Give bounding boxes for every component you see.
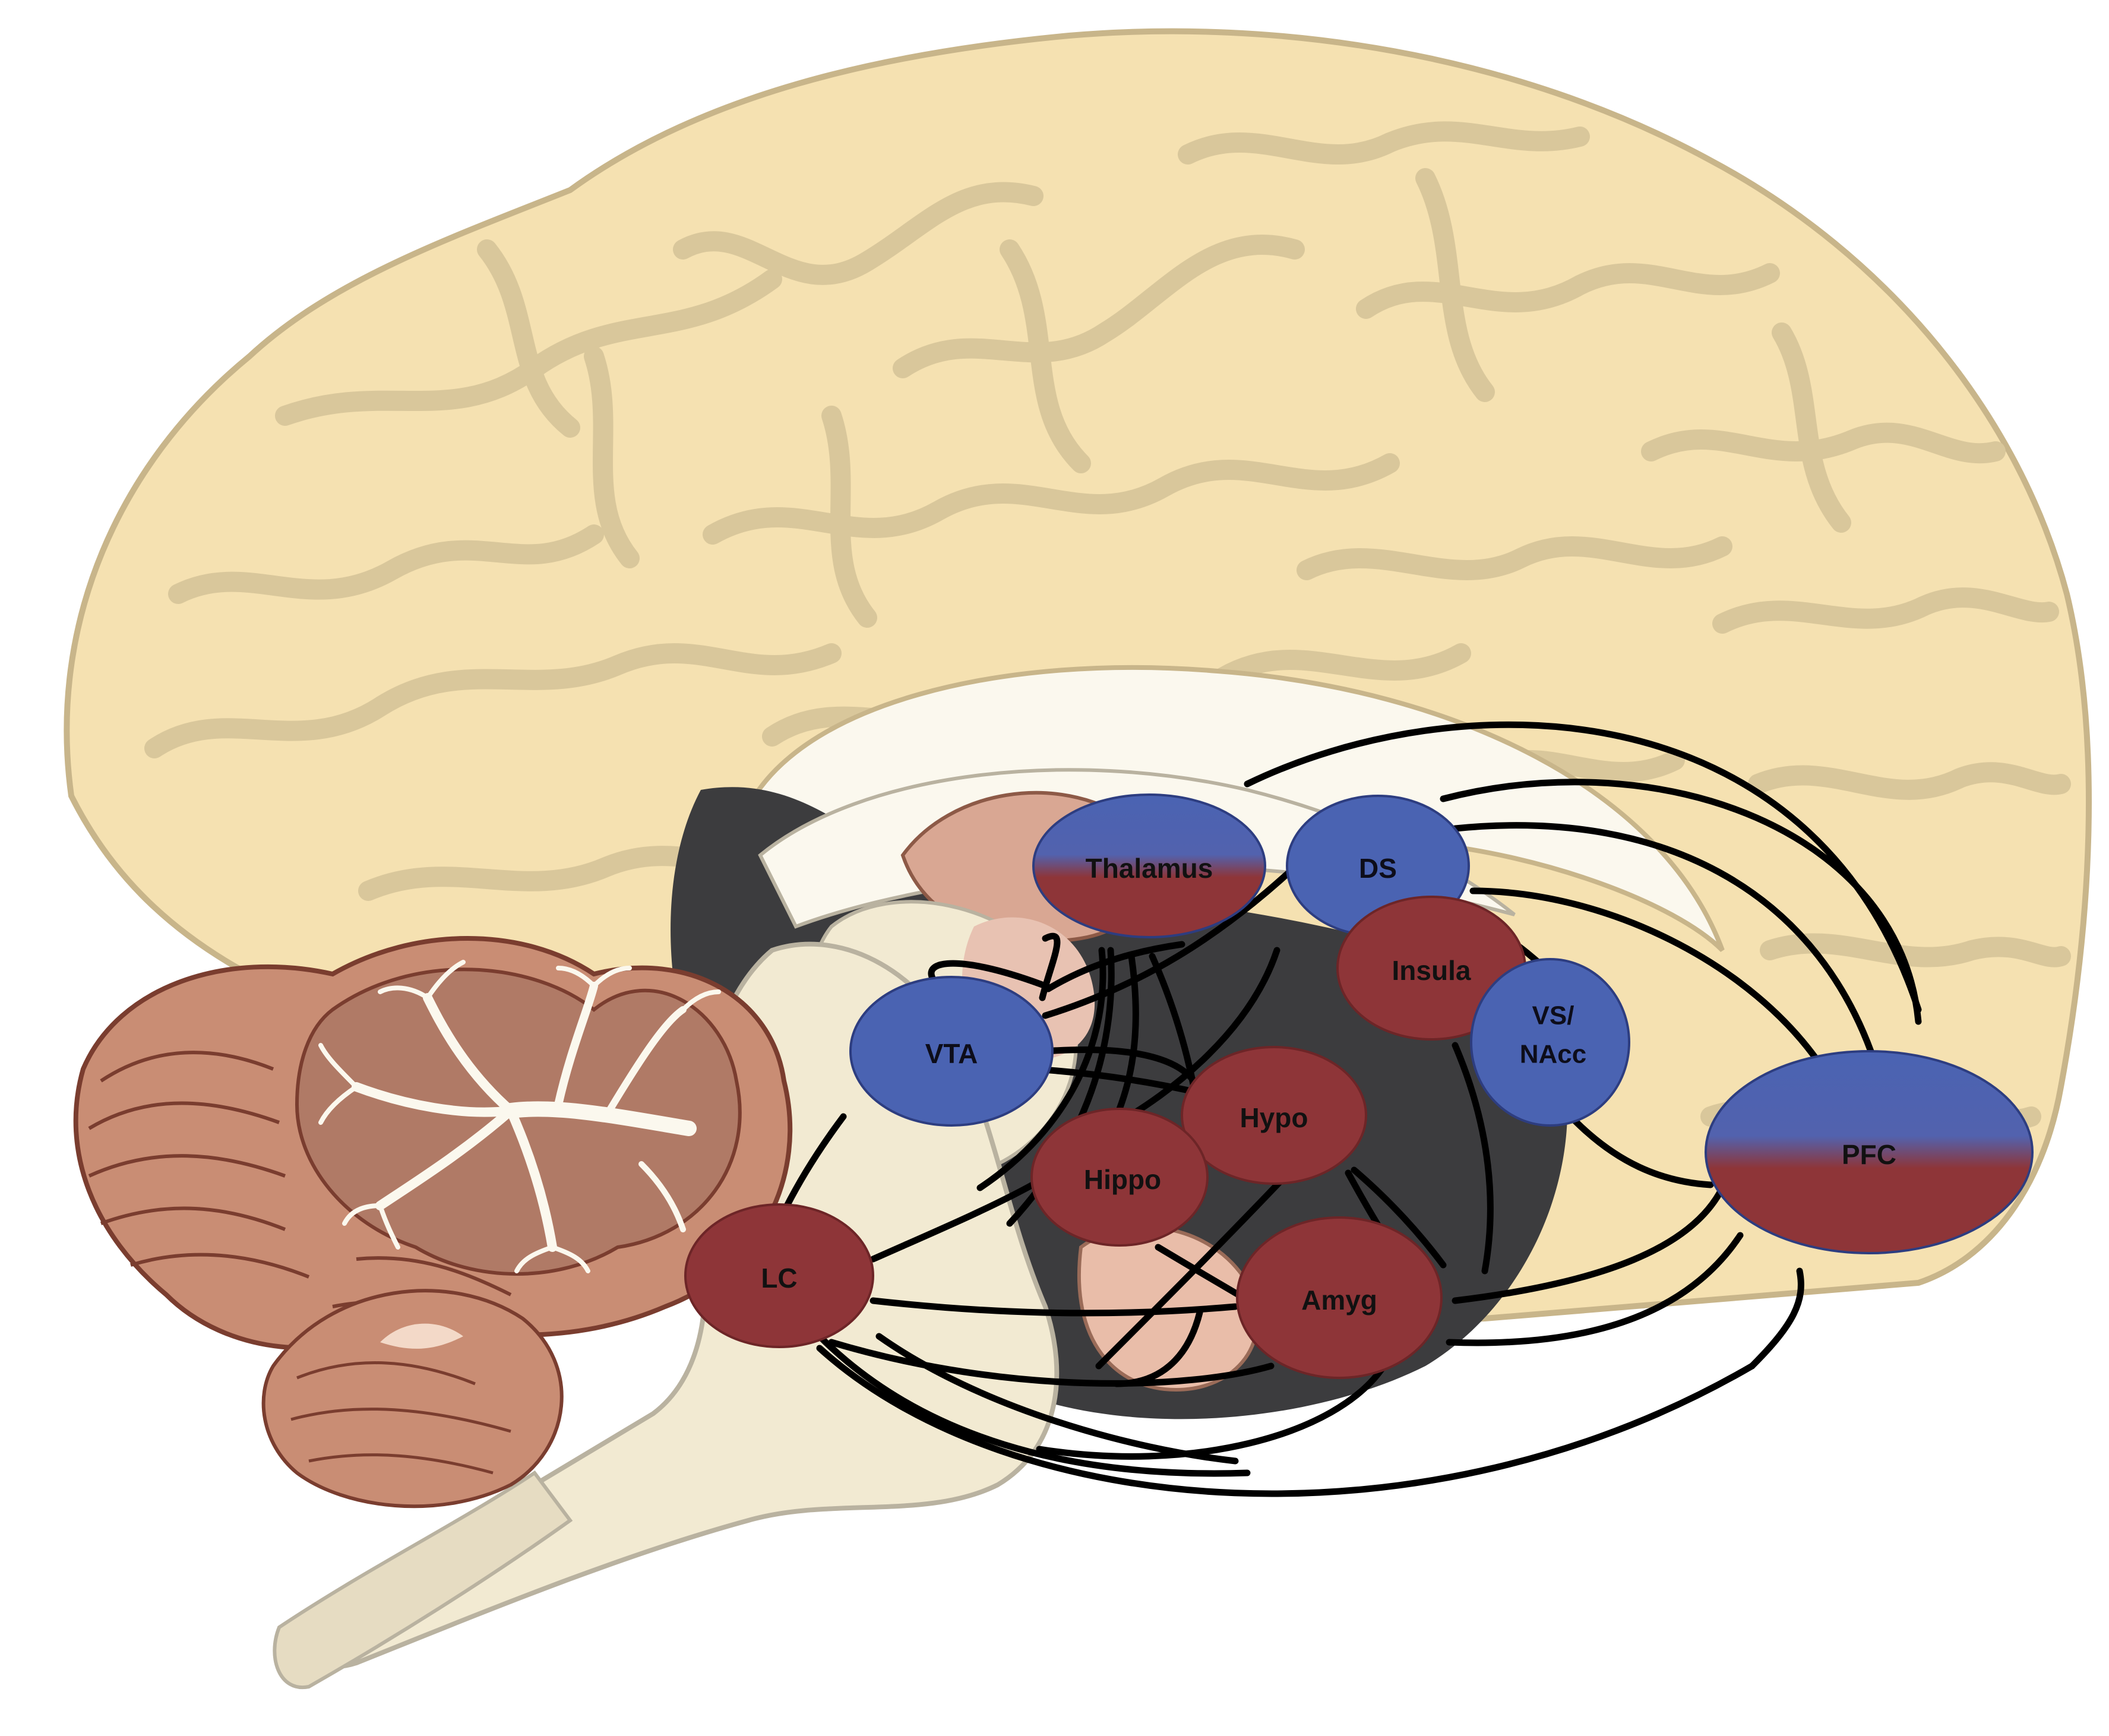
cerebellum bbox=[73, 936, 793, 1509]
node-pfc[interactable]: PFC bbox=[1705, 1050, 2034, 1254]
node-lc[interactable]: LC bbox=[684, 1203, 874, 1348]
amyg-ellipse bbox=[1236, 1216, 1443, 1379]
thalamus-label: Thalamus bbox=[1086, 853, 1213, 884]
region-nodes: Thalamus DS Insula VTA VS/ NAcc Hypo Hip… bbox=[684, 793, 2034, 1379]
connection-line bbox=[1036, 1362, 1387, 1460]
hippo-ellipse bbox=[1030, 1108, 1209, 1247]
node-hippo[interactable]: Hippo bbox=[1030, 1108, 1209, 1247]
connection-line bbox=[816, 1333, 1251, 1477]
vta-ellipse bbox=[849, 976, 1054, 1127]
connection-line bbox=[1113, 953, 1139, 1120]
amyg-label: Amyg bbox=[1301, 1285, 1377, 1316]
ds-label: DS bbox=[1359, 853, 1397, 884]
cerebellum-lower-lobe bbox=[261, 1289, 564, 1509]
vs-nacc-label-line1: VS/ bbox=[1532, 1001, 1574, 1030]
vs-nacc-label-line2: NAcc bbox=[1520, 1040, 1587, 1069]
pfc-ellipse bbox=[1705, 1050, 2034, 1254]
connection-line bbox=[976, 947, 1106, 1191]
node-amyg[interactable]: Amyg bbox=[1236, 1216, 1443, 1379]
connection-lines bbox=[780, 721, 1922, 1497]
spinal-cord bbox=[273, 1470, 573, 1690]
connection-line bbox=[1452, 1184, 1726, 1304]
connection-line bbox=[1095, 1178, 1283, 1370]
brainstem bbox=[273, 941, 1060, 1690]
connection-line bbox=[1045, 941, 1185, 992]
connection-line bbox=[1446, 1232, 1744, 1346]
connection-line bbox=[1748, 1267, 1804, 1370]
insula-label: Insula bbox=[1392, 955, 1471, 986]
connection-line bbox=[1351, 1166, 1447, 1269]
node-insula[interactable]: Insula bbox=[1336, 896, 1526, 1041]
pfc-label: PFC bbox=[1842, 1139, 1896, 1170]
connection-line bbox=[828, 1339, 1275, 1387]
arbor-vitae-branches bbox=[318, 960, 721, 1273]
cerebellum-highlight bbox=[380, 1323, 463, 1349]
connection-line bbox=[816, 1345, 1756, 1497]
hippo-label: Hippo bbox=[1084, 1164, 1161, 1195]
connection-line bbox=[869, 1297, 1239, 1317]
vta-label: VTA bbox=[925, 1038, 978, 1069]
connection-line bbox=[1452, 822, 1874, 1055]
hypo-ellipse bbox=[1181, 1046, 1367, 1185]
connection-line bbox=[1113, 1309, 1203, 1387]
lc-ellipse bbox=[684, 1203, 874, 1348]
hypo-label: Hypo bbox=[1240, 1102, 1308, 1133]
connection-line bbox=[1452, 1042, 1494, 1275]
lc-label: LC bbox=[761, 1263, 797, 1294]
pons-medulla bbox=[293, 941, 1060, 1669]
node-vta[interactable]: VTA bbox=[849, 976, 1054, 1127]
connection-line bbox=[1440, 779, 1922, 1025]
connection-line bbox=[1564, 1110, 1714, 1188]
connection-line bbox=[1469, 887, 1827, 1073]
connection-line bbox=[1042, 864, 1298, 1019]
node-hypo[interactable]: Hypo bbox=[1181, 1046, 1367, 1185]
node-thalamus[interactable]: Thalamus bbox=[1032, 793, 1266, 938]
node-vs-nacc[interactable]: VS/ NAcc bbox=[1470, 958, 1630, 1127]
lower-lobe-folia bbox=[290, 1361, 511, 1475]
connection-line bbox=[1125, 947, 1280, 1120]
thalamus-ellipse bbox=[1032, 793, 1266, 938]
connection-line bbox=[1042, 1046, 1197, 1084]
vs-nacc-ellipse bbox=[1470, 958, 1630, 1127]
